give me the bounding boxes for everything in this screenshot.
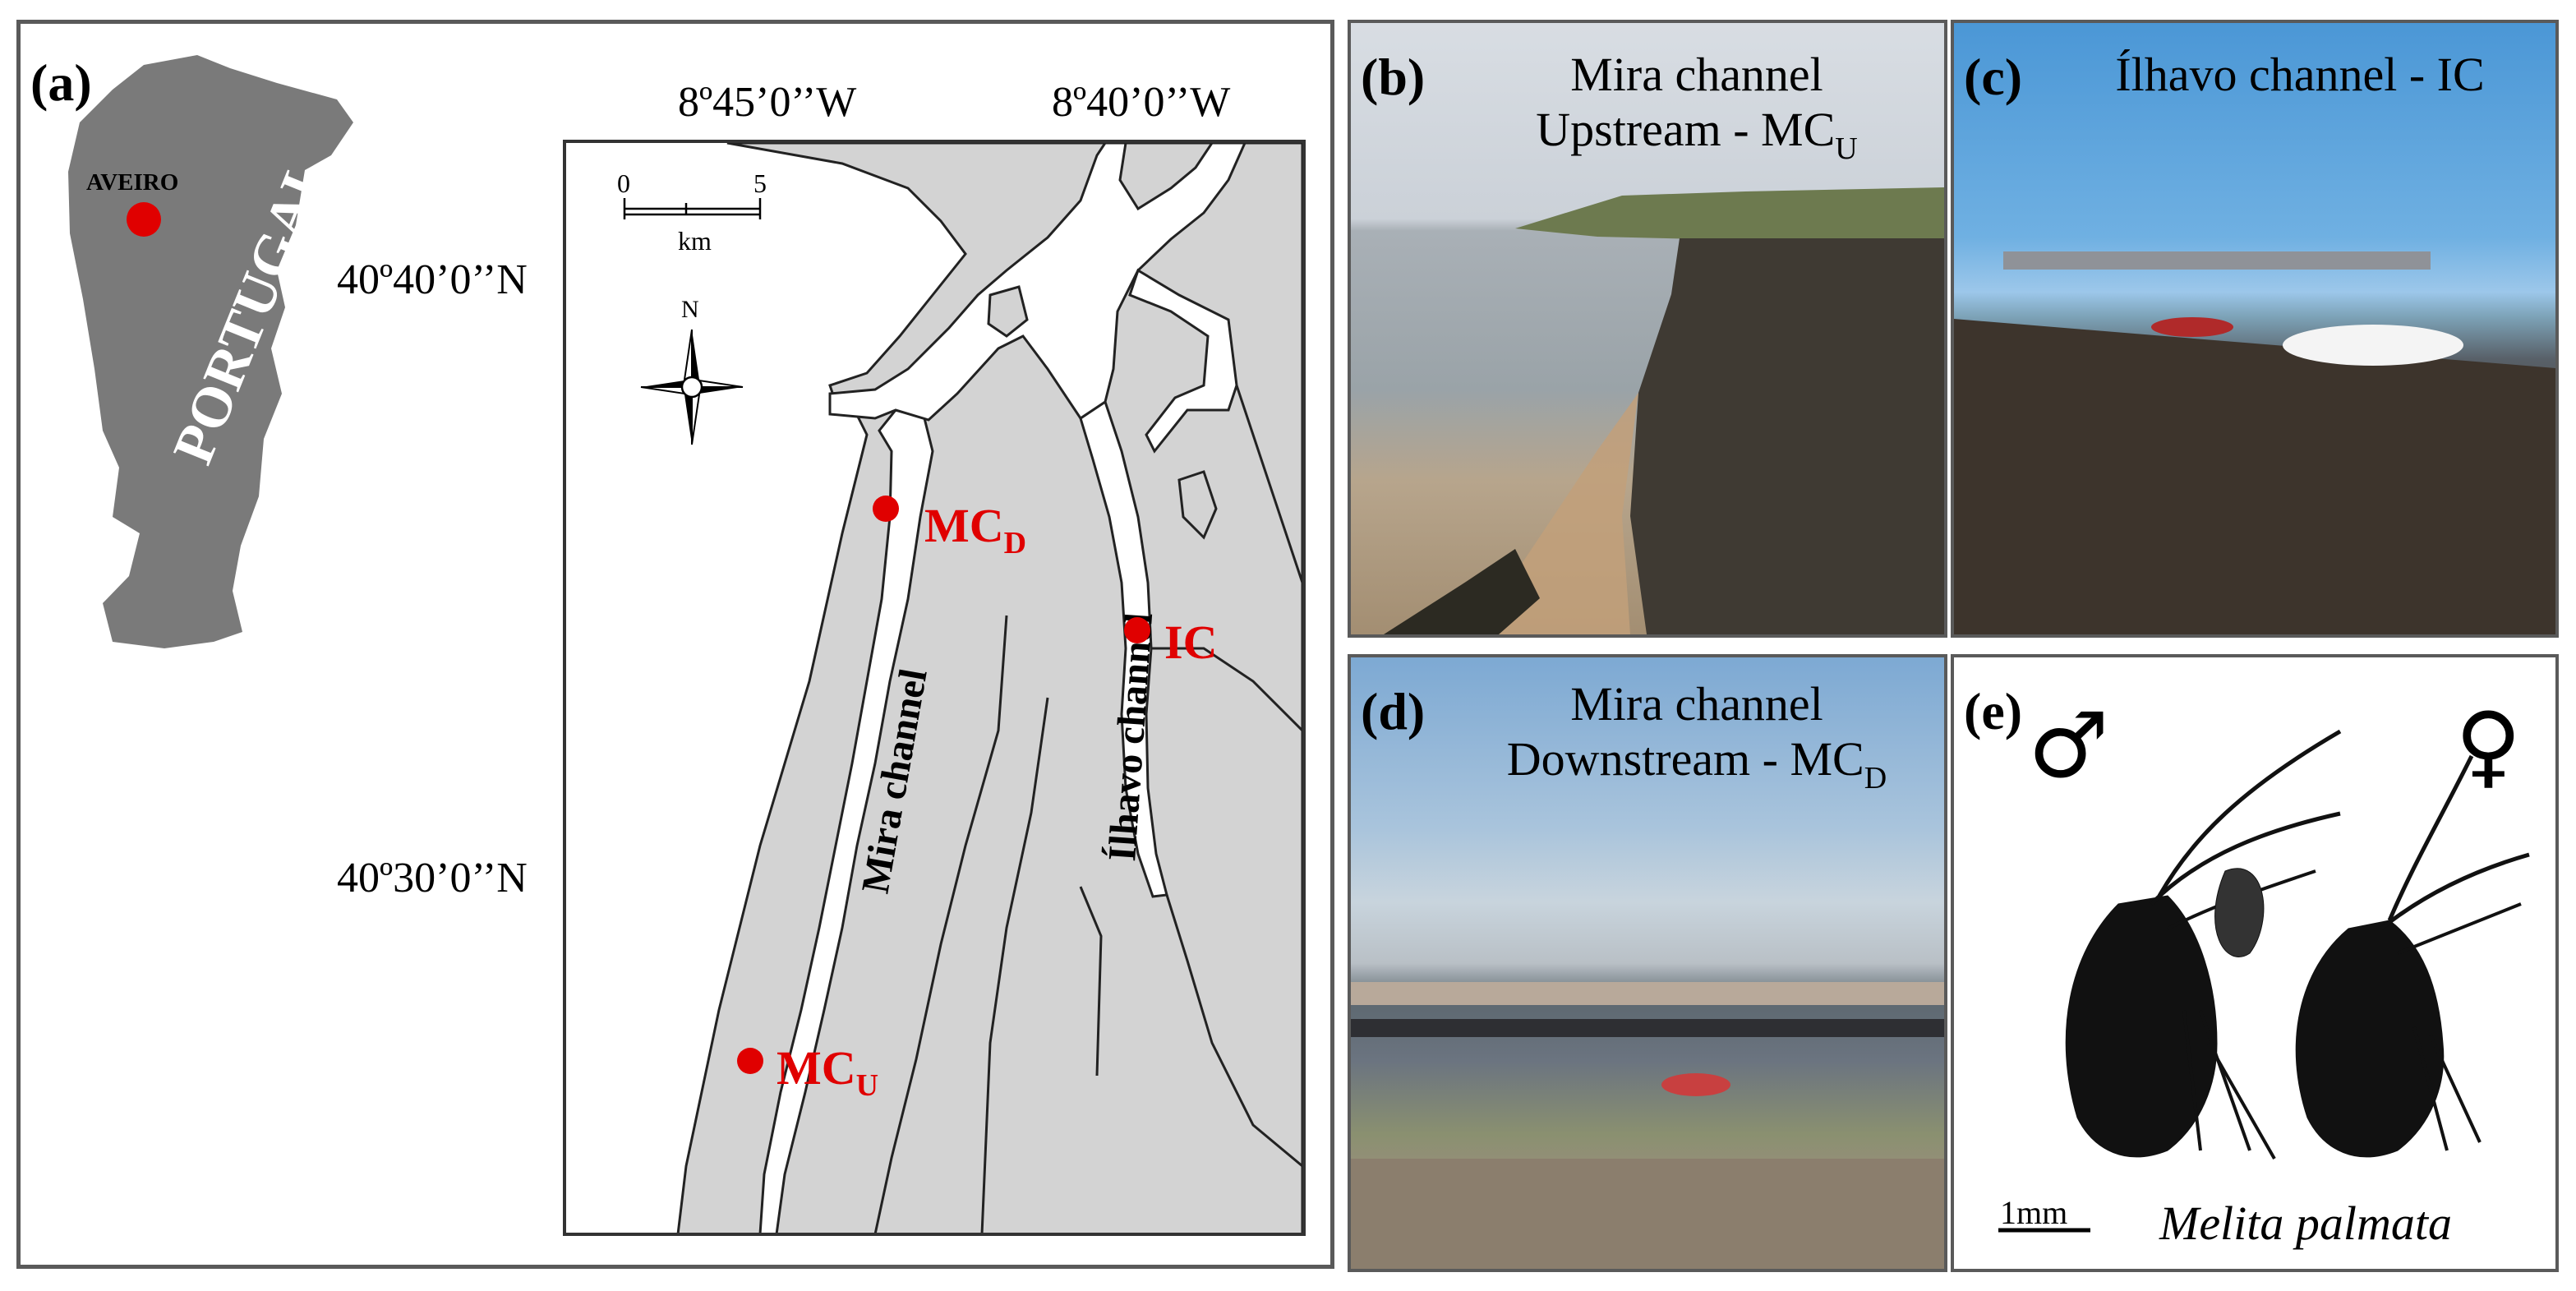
water-east-branch bbox=[1128, 268, 1238, 454]
land-line-4 bbox=[1235, 385, 1302, 583]
female-amphipod bbox=[2295, 754, 2530, 1158]
seaweed-patch bbox=[1384, 549, 1540, 634]
panel-c-label: (c) bbox=[1964, 48, 2023, 106]
photo-melita-palmata: (e) ♂ ♀ 1mm Melita palmata bbox=[1951, 654, 2559, 1272]
water-mira bbox=[758, 408, 934, 1233]
scale-start: 0 bbox=[617, 168, 630, 198]
red-boat bbox=[1661, 1073, 1730, 1096]
near-bank-rocks bbox=[1630, 238, 1944, 634]
boat-white bbox=[2283, 325, 2463, 366]
amphipod-illustration bbox=[1998, 729, 2530, 1233]
panel-b-title-line1: Mira channel bbox=[1570, 48, 1823, 101]
panel-b-title-line2: Upstream - MCU bbox=[1536, 102, 1858, 166]
north-label: N bbox=[681, 296, 699, 323]
site-ic-label: IC bbox=[1164, 616, 1217, 669]
lat-label-2: 40º30’0’’N bbox=[337, 855, 528, 901]
male-symbol-icon: ♂ bbox=[2028, 693, 2109, 798]
land-line-1 bbox=[873, 615, 1008, 1233]
scale-bar-label: 1mm bbox=[2000, 1194, 2068, 1231]
lon-label-1: 8º45’0’’W bbox=[678, 79, 856, 126]
panel-c-title: Ílhavo channel - IC bbox=[2115, 48, 2485, 101]
land-line-6 bbox=[980, 697, 1049, 1233]
island-2 bbox=[1177, 470, 1218, 540]
foreground-sand bbox=[1351, 1159, 1944, 1269]
land-line-3 bbox=[1165, 894, 1302, 1168]
photo-c-scene bbox=[1954, 251, 2555, 634]
site-mcu-label: MCU bbox=[776, 1041, 878, 1103]
town-skyline bbox=[1351, 982, 1944, 1005]
photo-mira-upstream: (b) Mira channel Upstream - MCU bbox=[1348, 20, 1947, 638]
oyster-racks bbox=[1351, 1019, 1944, 1037]
aveiro-marker bbox=[127, 202, 161, 237]
site-mcd-label: MCD bbox=[924, 499, 1026, 560]
female-symbol-icon: ♀ bbox=[2455, 693, 2522, 798]
photo-ilhavo: (c) Ílhavo channel - IC bbox=[1951, 20, 2559, 638]
panel-d-title-line1: Mira channel bbox=[1570, 677, 1823, 731]
photo-b-scene bbox=[1384, 187, 1944, 634]
panel-e-label: (e) bbox=[1964, 682, 2023, 740]
lat-label-1: 40º40’0’’N bbox=[337, 256, 528, 303]
water-north-channels bbox=[828, 143, 1247, 422]
far-bank-vegetation bbox=[1515, 187, 1944, 245]
species-name: Melita palmata bbox=[2159, 1196, 2453, 1250]
panel-b-title: Mira channel Upstream - MCU bbox=[1351, 48, 1944, 166]
bridge bbox=[2003, 251, 2431, 270]
tidal-flat bbox=[1954, 319, 2555, 634]
land-line-5 bbox=[1151, 647, 1302, 732]
map-svg: AVEIRO PORTUGAL 8º45’0’’W 8º40’0’’W 40º4… bbox=[68, 55, 1306, 1236]
male-amphipod bbox=[2065, 729, 2342, 1160]
map-panel: AVEIRO PORTUGAL 8º45’0’’W 8º40’0’’W 40º4… bbox=[16, 20, 1334, 1269]
photo-d-scene bbox=[1351, 982, 1944, 1269]
aveiro-label: AVEIRO bbox=[86, 169, 178, 196]
panel-d-title-line2: Downstream - MCD bbox=[1506, 731, 1887, 795]
scale-end: 5 bbox=[753, 168, 767, 198]
site-mcu-marker bbox=[737, 1048, 763, 1074]
panel-b-label: (b) bbox=[1361, 48, 1426, 106]
north-arrow-icon bbox=[640, 329, 744, 445]
scale-unit: km bbox=[678, 226, 712, 256]
land-line-2 bbox=[1079, 886, 1103, 1077]
panel-a-label: (a) bbox=[30, 53, 92, 112]
photo-mira-downstream: (d) Mira channel Downstream - MCD bbox=[1348, 654, 1947, 1272]
site-mcd-marker bbox=[873, 496, 899, 522]
boat-red bbox=[2151, 317, 2233, 337]
panel-d-label: (d) bbox=[1361, 682, 1426, 740]
lon-label-2: 8º40’0’’W bbox=[1052, 79, 1230, 126]
panel-d-title: Mira channel Downstream - MCD bbox=[1351, 677, 1944, 795]
site-ic-marker bbox=[1124, 617, 1150, 643]
island-1 bbox=[987, 285, 1029, 338]
scale-bar bbox=[623, 198, 762, 219]
